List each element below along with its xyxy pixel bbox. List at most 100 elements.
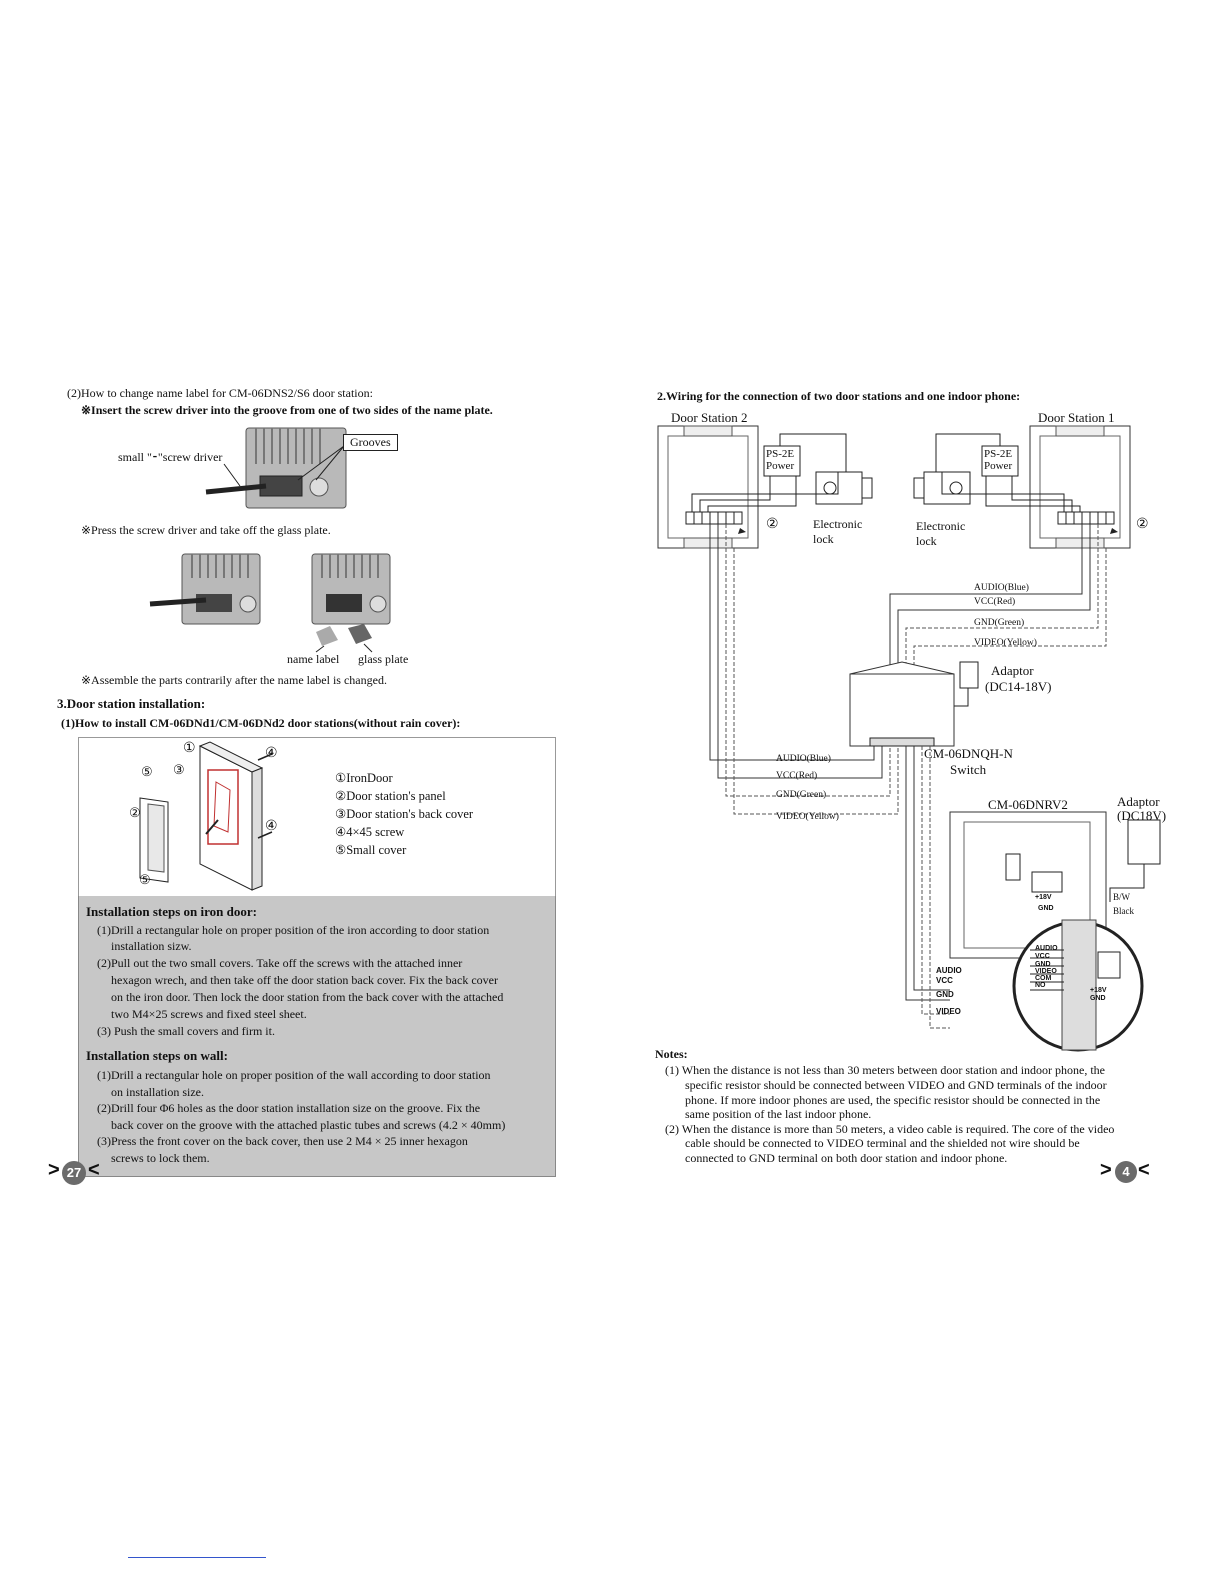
- marker-1: ①: [183, 741, 196, 756]
- iron-step-line: (1)Drill a rectangular hole on proper po…: [97, 923, 490, 937]
- adaptor-1-label: Adaptor: [991, 663, 1034, 678]
- wiring-diagram: [657, 425, 1161, 1052]
- install-title: (1)How to install CM-06DNd1/CM-06DNd2 do…: [61, 716, 461, 730]
- marker-2-ds2: ②: [766, 517, 779, 532]
- zoom-no: NO: [1035, 982, 1046, 989]
- terminal-vcc: VCC: [936, 976, 953, 985]
- zoom-gnd: GND: [1035, 961, 1051, 968]
- note-line: same position of the last indoor phone.: [685, 1107, 872, 1121]
- page-number-badge: 4: [1115, 1161, 1137, 1183]
- wire-audio-top: AUDIO(Blue): [974, 583, 1029, 593]
- iron-step-line: installation sizw.: [111, 939, 192, 953]
- marker-4-top: ④: [265, 746, 278, 761]
- note-line: cable should be connected to VIDEO termi…: [685, 1136, 1080, 1150]
- iron-step-line: two M4×25 screws and fixed steel sheet.: [111, 1007, 307, 1021]
- iron-step-line: on the iron door. Then lock the door sta…: [111, 990, 504, 1004]
- zoom-plus18v: +18V: [1090, 987, 1107, 994]
- chevron-left-icon: <: [1138, 1159, 1150, 1181]
- zoom-video: VIDEO: [1035, 968, 1057, 975]
- name-label-heading: (2)How to change name label for CM-06DNS…: [67, 386, 373, 400]
- wire-vcc-top: VCC(Red): [974, 597, 1016, 607]
- assemble-note: ※Assemble the parts contrarily after the…: [81, 673, 387, 687]
- adaptor-2-spec: (DC18V): [1117, 808, 1167, 823]
- electronic-lock-label-2: Electronic: [916, 519, 966, 533]
- plus18v-label: +18V: [1035, 894, 1052, 901]
- instructions-box: [78, 896, 556, 1177]
- legend-item-4: ④4×45 screw: [335, 825, 405, 839]
- wall-step-line: (3)Press the front cover on the back cov…: [97, 1134, 468, 1148]
- wall-step-line: (2)Drill four Φ6 holes as the door stati…: [97, 1101, 481, 1115]
- switch-label: Switch: [950, 762, 987, 777]
- iron-step-line: (2)Pull out the two small covers. Take o…: [97, 956, 463, 970]
- page-number-badge: 27: [62, 1161, 86, 1185]
- note-line: connected to GND terminal on both door s…: [685, 1151, 1008, 1165]
- iron-step-line: hexagon wrech, and then take off the doo…: [111, 973, 498, 987]
- marker-5-bottom: ⑤: [139, 872, 151, 887]
- press-note: ※Press the screw driver and take off the…: [81, 523, 331, 537]
- door-station-2-label: Door Station 2: [671, 410, 748, 425]
- zoom-com: COM: [1035, 975, 1052, 982]
- electronic-lock-label-1: Electronic: [813, 517, 863, 531]
- note-line: specific resistor should be connected be…: [685, 1078, 1107, 1092]
- legend-item-3: ③Door station's back cover: [335, 807, 474, 821]
- wall-title: Installation steps on wall:: [86, 1048, 228, 1063]
- legend-item-5: ⑤Small cover: [335, 843, 407, 857]
- notes-title: Notes:: [655, 1047, 688, 1061]
- power-label-b: Power: [766, 460, 795, 472]
- wire-audio-bottom: AUDIO(Blue): [776, 754, 831, 764]
- name-label-caption: name label: [287, 652, 340, 666]
- adaptor-2-label: Adaptor: [1117, 794, 1160, 809]
- marker-5-top: ⑤: [141, 764, 153, 779]
- black-label: Black: [1113, 906, 1134, 916]
- monitor-model: CM-06DNRV2: [988, 797, 1068, 812]
- wire-gnd-bottom: GND(Green): [776, 790, 827, 800]
- chevron-right-icon: >: [1100, 1159, 1112, 1181]
- marker-2-ds1: ②: [1136, 517, 1149, 532]
- lock-label-2: lock: [916, 534, 937, 548]
- iron-door-title: Installation steps on iron door:: [86, 904, 257, 919]
- iron-step-line: (3) Push the small covers and firm it.: [97, 1024, 275, 1038]
- name-plate-figure: [205, 427, 347, 509]
- door-station-1-label: Door Station 1: [1038, 410, 1115, 425]
- power-label-b: Power: [984, 460, 1013, 472]
- insert-note: ※Insert the screw driver into the groove…: [81, 403, 493, 417]
- zoom-vcc: VCC: [1035, 953, 1050, 960]
- adaptor-1-spec: (DC14-18V): [985, 679, 1052, 694]
- wire-vcc-bottom: VCC(Red): [776, 771, 818, 781]
- note-line: (1) When the distance is not less than 3…: [665, 1063, 1106, 1077]
- wall-step-line: (1)Drill a rectangular hole on proper po…: [97, 1068, 491, 1082]
- marker-4-bottom: ④: [265, 819, 278, 834]
- zoom-gnd-power: GND: [1090, 995, 1106, 1002]
- glass-plate-caption: glass plate: [358, 652, 409, 666]
- wiring-title: 2.Wiring for the connection of two door …: [657, 389, 1021, 403]
- power-label-a: PS-2E: [766, 448, 795, 460]
- chevron-left-icon: <: [88, 1159, 100, 1181]
- legend-item-1: ①IronDoor: [335, 771, 393, 785]
- terminal-audio: AUDIO: [936, 966, 962, 975]
- footer-rule: [128, 1557, 266, 1558]
- section3-title: 3.Door station installation:: [57, 696, 206, 711]
- note-line: (2) When the distance is more than 50 me…: [665, 1122, 1115, 1136]
- wire-gnd-top: GND(Green): [974, 618, 1025, 628]
- bw-label: B/W: [1113, 892, 1130, 902]
- wall-step-line: screws to lock them.: [111, 1151, 210, 1165]
- legend-item-2: ②Door station's panel: [335, 789, 446, 803]
- chevron-right-icon: >: [48, 1159, 60, 1181]
- grooves-label: Grooves: [343, 434, 398, 451]
- switch-model: CM-06DNQH-N: [924, 746, 1013, 761]
- lock-label-1: lock: [813, 532, 834, 546]
- terminal-gnd: GND: [936, 990, 954, 999]
- wall-step-line: on installation size.: [111, 1085, 204, 1099]
- marker-2: ②: [129, 805, 141, 820]
- zoom-audio: AUDIO: [1035, 945, 1058, 952]
- wall-step-line: back cover on the groove with the attach…: [111, 1118, 506, 1132]
- power-label-a: PS-2E: [984, 448, 1013, 460]
- install-figure: [139, 741, 273, 891]
- screwdriver-label: small "⁃"screw driver: [118, 450, 223, 464]
- glass-plate-figure: [149, 553, 391, 653]
- wire-video-bottom: VIDEO(Yellow): [776, 812, 839, 822]
- gnd-label: GND: [1038, 905, 1054, 912]
- note-line: phone. If more indoor phones are used, t…: [685, 1093, 1101, 1107]
